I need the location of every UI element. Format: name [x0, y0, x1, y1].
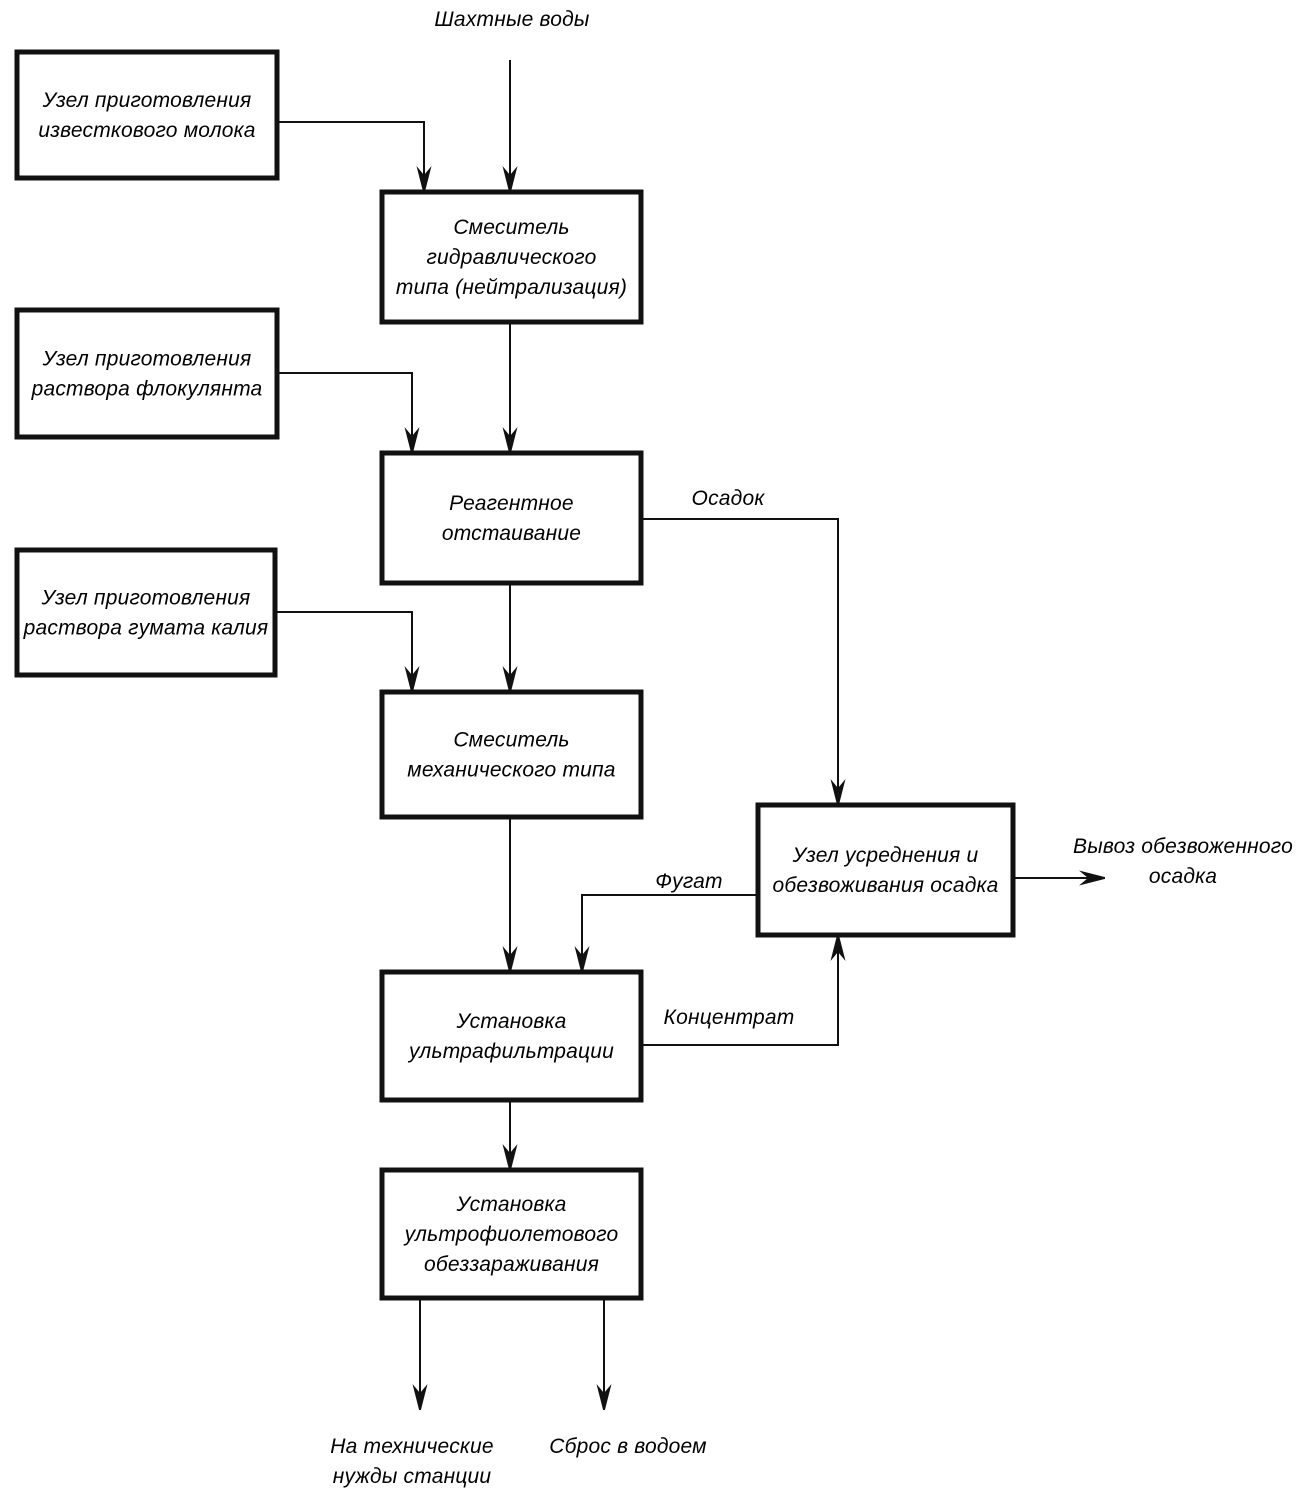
edge-flocculant-to-reagent-settling: [277, 372, 413, 453]
edge-sediment-to-sludge-unit: [641, 518, 839, 805]
edge-concentrate-to-sludge-unit: [641, 935, 839, 1046]
edge-label-sediment: Осадок: [692, 487, 766, 510]
edge-humate-to-mechanical-mixer: [275, 611, 413, 692]
node-ultraviolet-disinfection-plant[interactable]: [379, 1167, 644, 1301]
node-hydraulic-type-mixer[interactable]: [379, 189, 644, 325]
edge-label-layer: Осадок Фугат Концентрат: [655, 487, 794, 1029]
io-label-mine-water: Шахтные воды: [434, 8, 590, 31]
node-layer: [14, 49, 1016, 1301]
node-sludge-averaging-and-dewatering-unit[interactable]: [755, 802, 1016, 938]
edge-lime-milk-to-hydraulic-mixer: [277, 121, 425, 192]
edge-label-centrate: Фугат: [655, 870, 723, 893]
edge-label-concentrate: Концентрат: [664, 1006, 795, 1029]
node-mechanical-type-mixer[interactable]: [379, 689, 644, 820]
connector-layer: [275, 60, 1105, 1410]
io-label-discharge-to-reservoir: Сброс в водоем: [549, 1435, 707, 1458]
node-lime-milk-preparation-unit[interactable]: [14, 49, 280, 181]
node-ultrafiltration-plant[interactable]: [379, 969, 644, 1103]
node-flocculant-solution-preparation-unit[interactable]: [14, 307, 280, 440]
node-potassium-humate-solution-preparation-unit[interactable]: [14, 547, 278, 678]
edge-centrate-to-ultrafiltration: [581, 894, 758, 972]
node-reagent-settling[interactable]: [379, 450, 644, 586]
